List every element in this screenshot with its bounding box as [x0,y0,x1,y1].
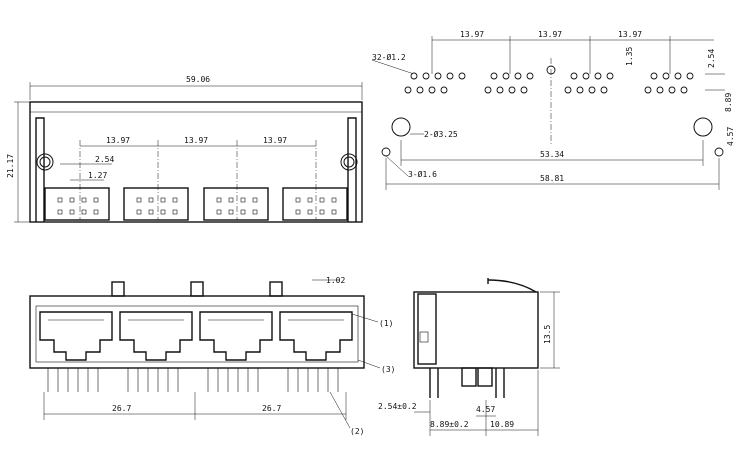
mount-boss-right [340,153,358,171]
side-view: 13.5 2.54±0.2 4.57 8.89±0.2 10.89 [378,278,560,436]
tolerance-b-label: 8.89±0.2 [430,420,469,429]
front-view: 59.06 21.17 13.97 13.97 13.97 2.54 1.27 [6,75,363,223]
pin-pitch-label: 2.54 [707,49,716,68]
side-body [413,291,539,369]
half-span-left: 26.7 [112,404,131,413]
port-window-2 [123,187,189,221]
row-spacing-label: 8.89 [724,93,733,112]
locator-right [714,147,724,157]
pin-offset-a: 2.54 [95,155,114,164]
port-pitch-2: 13.97 [184,136,208,145]
port-pitch-1: 13.97 [106,136,130,145]
locator-holes-label: 3-Ø1.6 [408,169,437,179]
tab-width-label: 1.02 [326,276,345,285]
pcb-pitch-3: 13.97 [618,30,642,39]
height-label: 21.17 [6,154,15,178]
callout-2: (2) [350,427,364,436]
depth-label: 10.89 [490,420,514,429]
pin-offset-label: 4.57 [476,405,495,414]
pcb-pitch-1: 13.97 [460,30,484,39]
mount-hole-right [693,117,713,137]
pcb-pitch-2: 13.97 [538,30,562,39]
jack-1 [39,311,113,361]
inner-span-label: 53.34 [540,150,564,159]
mount-hole-left [391,117,411,137]
edge-offset-label: 4.57 [726,127,735,146]
tolerance-a-label: 2.54±0.2 [378,402,417,411]
callout-3: (3) [381,365,395,374]
pin-offset-b: 1.27 [88,171,107,180]
locator-left [381,147,391,157]
signal-holes-label: 32-Ø1.2 [372,52,406,62]
pcb-layout: 13.97 13.97 13.97 1.35 2.54 8.89 4.57 32… [371,30,735,190]
mount-boss-left [36,153,54,171]
outer-span-label: 58.81 [540,174,564,183]
jack-4 [279,311,353,361]
pin-row-top [410,72,694,80]
jack-3 [199,311,273,361]
port-window-3 [203,187,269,221]
contact-pins [47,368,339,392]
housing-outline [29,101,363,223]
jack-2 [119,311,193,361]
port-pitch-3: 13.97 [263,136,287,145]
callout-1: (1) [379,319,393,328]
bottom-view: 1.02 26.7 26.7 (1) [29,276,395,436]
half-span-right: 26.7 [262,404,281,413]
housing-body [29,295,365,369]
pin-row-bottom [404,86,688,94]
overall-width-label: 59.06 [186,75,210,84]
row-offset-label: 1.35 [625,47,634,66]
mount-holes-label: 2-Ø3.25 [424,129,458,139]
side-height-label: 13.5 [543,325,552,344]
port-window-4 [282,187,348,221]
port-window-1 [44,187,110,221]
